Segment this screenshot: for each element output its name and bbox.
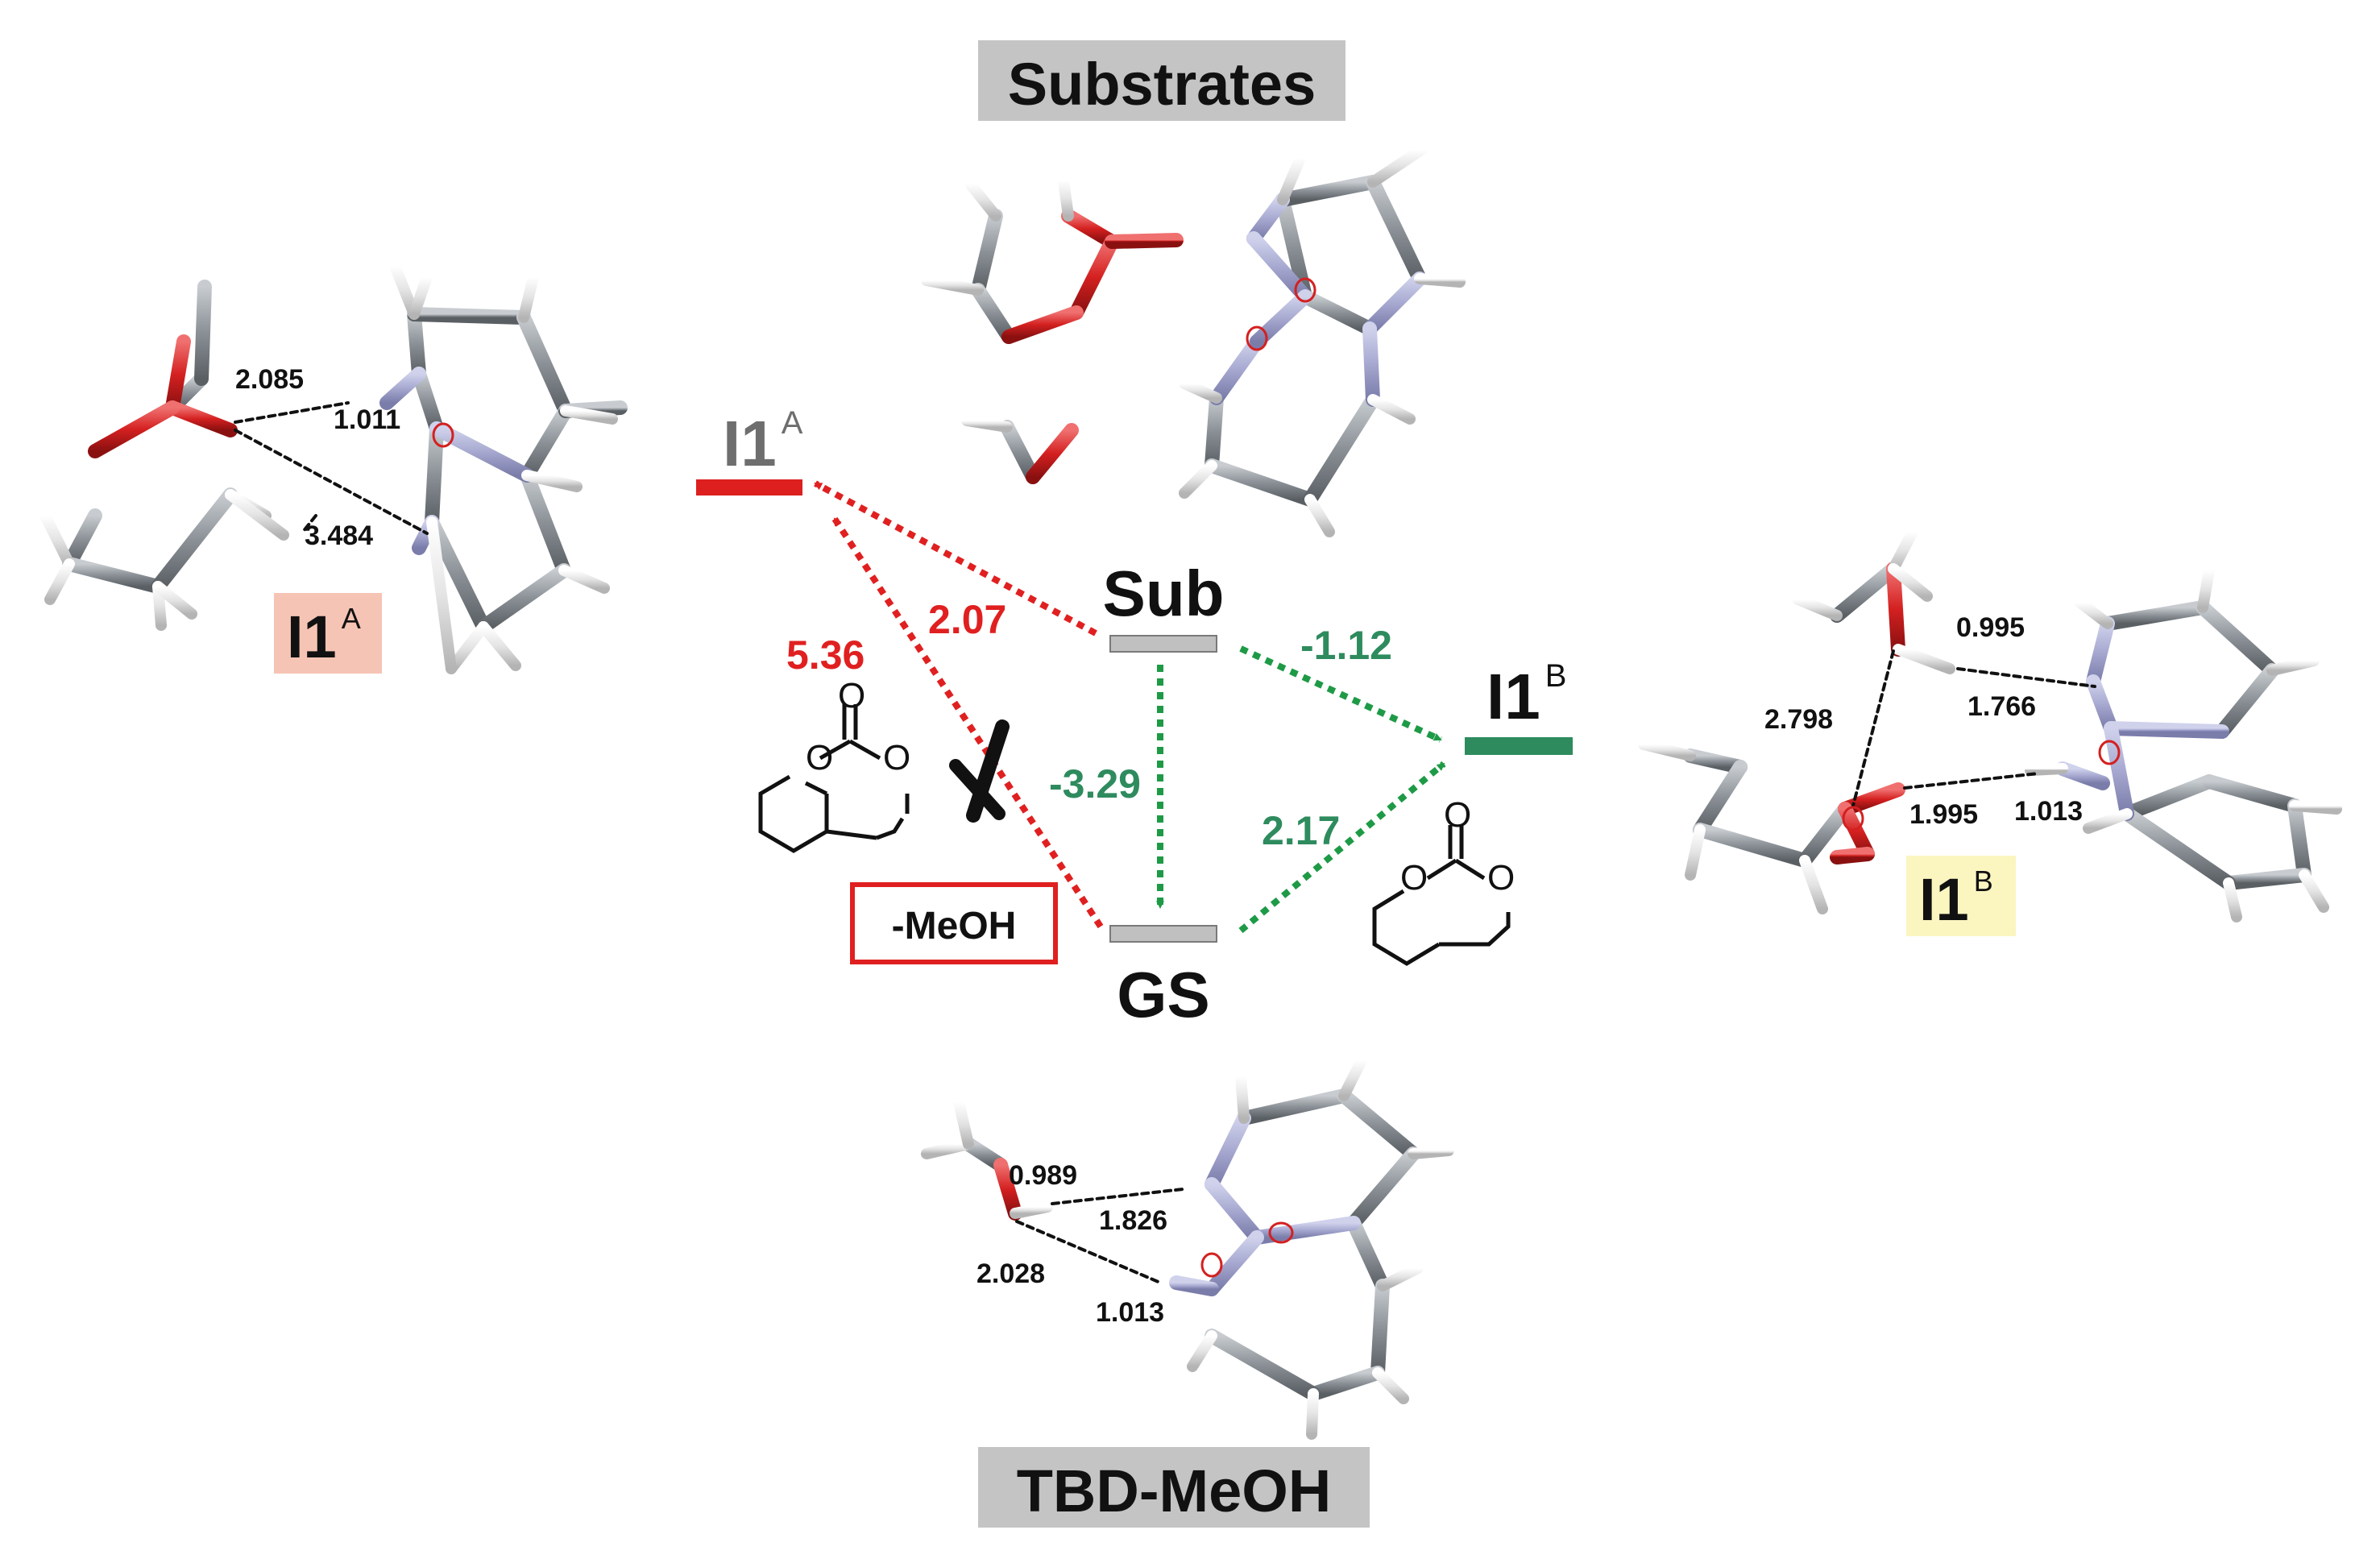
energy-gs-to-i1b: 2.17 xyxy=(1262,808,1340,853)
svg-text:1.013: 1.013 xyxy=(2014,796,2083,827)
i1b-level-bar xyxy=(1465,737,1573,755)
svg-text:0.989: 0.989 xyxy=(1009,1160,1077,1191)
i1a-level-bar xyxy=(696,479,802,495)
sub-level-bar xyxy=(1109,635,1217,653)
svg-text:2.085: 2.085 xyxy=(235,364,304,395)
svg-text:1.826: 1.826 xyxy=(1099,1205,1167,1236)
blocked-path-cross-icon xyxy=(949,719,1010,823)
tbd-meoh-header: TBD-MeOH xyxy=(978,1447,1370,1528)
cyclic-carbonate-structure-left: O O O xyxy=(758,676,910,853)
substrates-title: Substrates xyxy=(1008,51,1316,118)
arrow-gs-to-i1b xyxy=(1238,761,1446,934)
svg-text:1.011: 1.011 xyxy=(334,404,400,435)
arrow-gs-to-i1a xyxy=(831,516,1104,929)
svg-text:1.013: 1.013 xyxy=(1096,1297,1164,1328)
svg-text:O: O xyxy=(1444,795,1471,835)
energy-sub-to-i1b: -1.12 xyxy=(1300,623,1392,668)
i1b-molecule-model: 0.995 2.798 1.766 1.995 1.013 xyxy=(1638,526,2342,923)
meoh-loss-box: -MeOH xyxy=(850,882,1058,964)
substrates-header: Substrates xyxy=(978,40,1345,121)
svg-text:O: O xyxy=(1400,858,1428,898)
sub-state-label: Sub xyxy=(1102,558,1224,629)
svg-text:2.028: 2.028 xyxy=(976,1258,1045,1289)
energy-gs-to-i1a: 5.36 xyxy=(786,632,865,678)
substrates-molecule-models xyxy=(921,144,1466,537)
svg-text:I1B: I1B xyxy=(1919,864,1993,933)
svg-text:1.995: 1.995 xyxy=(1909,799,1978,830)
meoh-loss-label: -MeOH xyxy=(892,905,1017,947)
svg-text:O: O xyxy=(1487,858,1515,898)
svg-text:2.798: 2.798 xyxy=(1764,704,1833,735)
tbd-meoh-molecule-model: 0.989 1.826 2.028 1.013 xyxy=(921,1055,1454,1440)
arrow-sub-to-i1a xyxy=(814,480,1097,636)
cyclic-carbonate-structure-right: O O O xyxy=(1372,795,1515,966)
energy-sub-to-gs: -3.29 xyxy=(1049,761,1141,806)
gs-level-bar xyxy=(1109,925,1217,943)
svg-text:O: O xyxy=(883,738,910,777)
tbd-meoh-title: TBD-MeOH xyxy=(1017,1457,1332,1524)
svg-text:I1A: I1A xyxy=(287,602,361,670)
svg-text:3.484: 3.484 xyxy=(305,520,373,551)
svg-text:0.995: 0.995 xyxy=(1956,612,2025,643)
svg-text:O: O xyxy=(806,738,833,777)
svg-text:1.766: 1.766 xyxy=(1967,691,2036,722)
arrow-sub-to-i1b xyxy=(1239,645,1442,743)
gs-state-label: GS xyxy=(1117,959,1210,1030)
energy-sub-to-i1a: 2.07 xyxy=(928,597,1006,642)
i1a-molecule-model: 2.085 1.011 3.484 xyxy=(39,260,628,674)
svg-text:O: O xyxy=(838,676,865,715)
